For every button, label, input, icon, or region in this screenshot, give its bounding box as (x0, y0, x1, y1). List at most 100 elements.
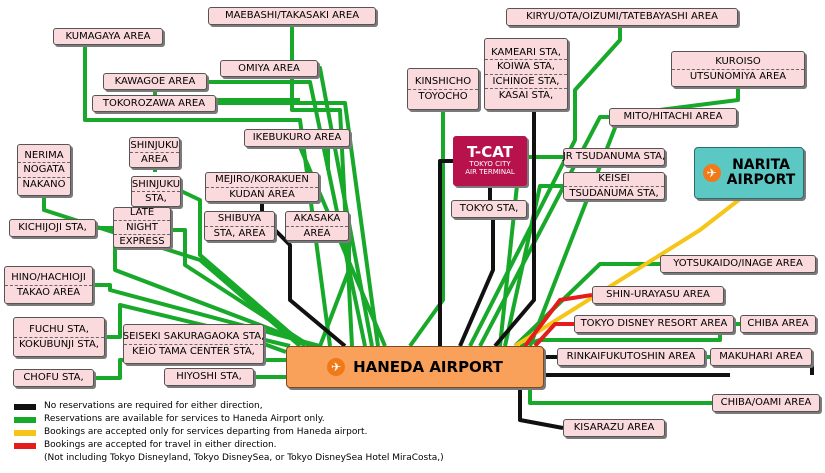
route-line-green (503, 184, 563, 347)
destination-line: SEISEKI SAKURAGAOKA STA, (122, 331, 265, 342)
destination-line: CHOFU STA, (23, 372, 84, 384)
destination-line: HIYOSHI STA, (176, 371, 242, 383)
legend-text: Bookings are accepted for travel in eith… (44, 440, 277, 450)
route-line-green (408, 110, 445, 348)
destination-line: SHINJUKU (130, 139, 179, 151)
narita-line-2: AIRPORT (726, 172, 796, 188)
airplane-icon: ✈ (702, 164, 721, 182)
destination-line: KOIWA STA, (485, 59, 567, 74)
legend-text: No reservations are required for either … (44, 401, 263, 411)
destination-tokorozawa[interactable]: TOKOROZAWA AREA (92, 95, 216, 112)
destination-line: KIRYU/OTA/OIZUMI/TATEBAYASHI AREA (526, 11, 718, 23)
legend-item-green: Reservations are available for services … (14, 413, 444, 426)
route-line-green (528, 388, 712, 405)
destination-oami[interactable]: CHIBA/OAMI AREA (712, 394, 820, 412)
legend-item-black: No reservations are required for either … (14, 400, 444, 413)
legend-item-red: Bookings are accepted for travel in eith… (14, 439, 444, 452)
destination-rinkai[interactable]: RINKAIFUKUTOSHIN AREA (557, 348, 705, 366)
airplane-icon: ✈ (327, 358, 346, 376)
destination-line: KUMAGAYA AREA (65, 30, 151, 42)
route-line-green (171, 228, 312, 348)
destination-line: KEISEI (598, 173, 630, 184)
destination-line: STA, AREA (205, 225, 274, 241)
destination-chofu[interactable]: CHOFU STA, (13, 369, 94, 387)
destination-disney[interactable]: TOKYO DISNEY RESORT AREA (574, 315, 734, 333)
route-line-green (216, 101, 380, 347)
destination-hiyoshi[interactable]: HIYOSHI STA, (164, 368, 254, 386)
destination-jr-tsudanuma[interactable]: JR TSUDANUMA STA, (563, 148, 665, 166)
legend-text: Reservations are available for services … (44, 414, 325, 424)
destination-yotsukaido[interactable]: YOTSUKAIDO/INAGE AREA (660, 255, 816, 273)
destination-line: KUROISO (715, 56, 761, 67)
destination-line: SHIN-URAYASU AREA (606, 289, 710, 301)
destination-chiba[interactable]: CHIBA AREA (740, 315, 816, 333)
destination-shin-urayasu[interactable]: SHIN-URAYASU AREA (592, 286, 724, 304)
route-line-red (523, 293, 593, 348)
destination-line: ICHINOE STA, (485, 73, 567, 89)
tcat-terminal[interactable]: T-CAT TOKYO CITY AIR TERMINAL (453, 136, 527, 186)
destination-line: KAMEARI STA, (491, 46, 561, 58)
route-line-black (518, 388, 564, 430)
destination-kameari[interactable]: KAMEARI STA,KOIWA STA,ICHINOE STA,KASAI … (484, 38, 568, 110)
destination-line: LATE (129, 207, 155, 219)
destination-line: MAKUHARI AREA (719, 351, 803, 363)
destination-kichijoji[interactable]: KICHIJOJI STA, (9, 219, 96, 237)
route-line-black (493, 110, 536, 348)
route-line-black (273, 228, 347, 348)
destination-line: HINO/HACHIOJI (11, 272, 86, 283)
destination-line: FUCHU STA, (29, 324, 89, 335)
route-line-green (468, 25, 622, 347)
destination-kumagaya[interactable]: KUMAGAYA AREA (53, 28, 163, 45)
destination-line: TSUDANUMA STA, (564, 185, 664, 201)
destination-kawagoe[interactable]: KAWAGOE AREA (103, 73, 207, 90)
destination-maebashi[interactable]: MAEBASHI/TAKASAKI AREA (208, 7, 376, 25)
destination-line: AREA (286, 225, 348, 241)
destination-kiryu[interactable]: KIRYU/OTA/OIZUMI/TATEBAYASHI AREA (506, 8, 738, 26)
destination-tokyo-sta[interactable]: TOKYO STA, (451, 200, 527, 218)
destination-line: CHIBA/OAMI AREA (720, 397, 812, 409)
route-line-yellow (513, 197, 742, 348)
destination-line: IKEBUKURO AREA (252, 132, 342, 144)
destination-line: KISARAZU AREA (573, 422, 655, 434)
destination-ikebukuro[interactable]: IKEBUKURO AREA (244, 129, 350, 147)
destination-line: KASAI STA, (485, 88, 567, 103)
destination-line: KEIO TAMA CENTER STA, (124, 343, 263, 359)
destination-line: KOKUBUNJI STA, (14, 336, 104, 352)
destination-line: SHINJUKU (131, 178, 181, 190)
route-line-green (318, 241, 351, 347)
destination-line: NERIMA (24, 149, 64, 161)
destination-line: AREA (130, 152, 179, 167)
destination-line: NAKANO (18, 176, 70, 192)
destination-fuchu[interactable]: FUCHU STA,KOKUBUNJI STA, (13, 317, 105, 357)
legend-swatch-black (14, 403, 36, 410)
haneda-airport-hub[interactable]: ✈ HANEDA AIRPORT (286, 346, 544, 388)
legend-swatch-green (14, 416, 36, 423)
destination-line: KUDAN AREA (206, 186, 318, 202)
route-line-green (96, 226, 316, 348)
destination-omiya[interactable]: OMIYA AREA (220, 60, 318, 77)
destination-line: AKASAKA (293, 213, 341, 224)
tcat-subtitle-2: AIR TERMINAL (465, 167, 515, 176)
legend-note: (Not including Tokyo Disneyland, Tokyo D… (44, 453, 444, 463)
destination-seiseki[interactable]: SEISEKI SAKURAGAOKA STA,KEIO TAMA CENTER… (123, 324, 264, 364)
destination-mito[interactable]: MITO/HITACHI AREA (609, 108, 737, 126)
narita-airport[interactable]: ✈ NARITA AIRPORT (694, 147, 804, 199)
destination-line: KICHIJOJI STA, (18, 222, 87, 234)
destination-line: NIGHT (114, 219, 170, 235)
destination-line: SHIBUYA (217, 213, 262, 224)
destination-kisarazu[interactable]: KISARAZU AREA (563, 419, 665, 437)
destination-line: KINSHICHO (414, 76, 472, 87)
destination-line: KAWAGOE AREA (114, 75, 196, 87)
destination-makuhari[interactable]: MAKUHARI AREA (710, 348, 812, 366)
